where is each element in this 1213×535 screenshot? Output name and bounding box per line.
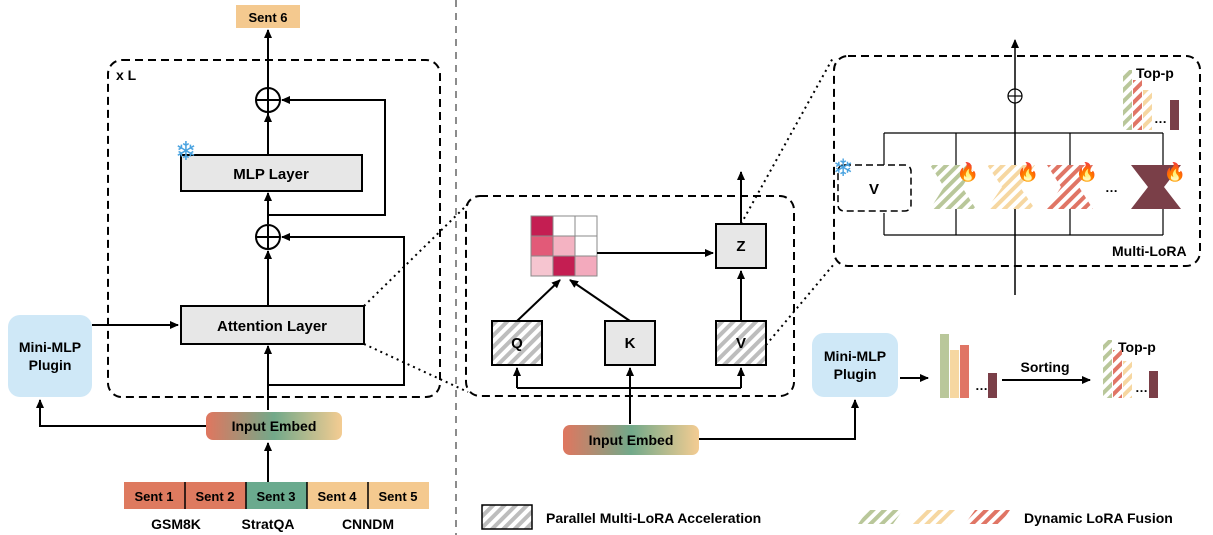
legend-parallel-label: Parallel Multi-LoRA Acceleration [546, 510, 761, 526]
attention-matrix [530, 215, 598, 277]
weight-bar [1149, 371, 1158, 398]
attention-layer-box [180, 305, 365, 345]
input-embed-box [206, 412, 342, 440]
repeat-label: x L [116, 67, 137, 83]
dataset-label: GSM8K [151, 516, 201, 532]
lora-adapter-yellow [987, 165, 1035, 209]
sentence-label: Sent 2 [195, 489, 234, 504]
weight-bar [988, 373, 997, 398]
ellipsis-text: … [1135, 380, 1148, 395]
weight-bar [1143, 90, 1152, 130]
legend-lora-swatch [912, 510, 957, 524]
sentence-box [368, 482, 429, 509]
legend: Parallel Multi-LoRA Acceleration Dynamic… [481, 504, 1173, 530]
multi-lora-detail: V ❄ … 🔥 🔥 🔥 🔥 Top-p … Multi-LoRA [833, 39, 1201, 295]
ellipsis-text: … [1105, 180, 1118, 195]
trainable-fire-icon: 🔥 [1076, 161, 1098, 182]
legend-lora-swatch [858, 510, 903, 524]
multi-lora-border [833, 55, 1201, 267]
weight-bar [1113, 350, 1122, 398]
input-embed-box [563, 425, 699, 455]
sentence-label: Sent 5 [378, 489, 417, 504]
plugin-label-line1: Mini-MLP [824, 348, 886, 364]
plugin-label-line1: Mini-MLP [19, 339, 81, 355]
value-label: V [736, 335, 746, 352]
frozen-snowflake-icon: ❄ [833, 155, 853, 182]
plugin-label-line2: Plugin [834, 366, 877, 382]
output-sentence-box [236, 5, 300, 28]
mini-mlp-plugin-box [812, 333, 898, 397]
legend-fusion-label: Dynamic LoRA Fusion [1024, 510, 1173, 526]
legend-lora-swatch [965, 510, 1010, 524]
weight-bar [1133, 80, 1142, 130]
input-embed-label: Input Embed [589, 432, 674, 448]
top-p-label: Top-p [1118, 339, 1156, 355]
weight-bar [1123, 361, 1132, 398]
trainable-fire-icon: 🔥 [1017, 161, 1039, 182]
frozen-snowflake-icon: ❄ [175, 136, 197, 166]
weight-bar [960, 345, 969, 398]
mlp-layer-box [180, 154, 363, 192]
ellipsis-text: … [1154, 111, 1167, 126]
sentence-label: Sent 1 [134, 489, 173, 504]
sentence-box [307, 482, 368, 509]
lora-adapter-dark [1131, 165, 1181, 209]
weight-bar [1123, 70, 1132, 130]
query-label: Q [511, 335, 523, 352]
sentence-box [124, 482, 185, 509]
lora-adapter-green [930, 165, 976, 209]
dataset-label: StratQA [242, 516, 295, 532]
key-label: K [625, 335, 636, 352]
mlp-layer-label: MLP Layer [233, 166, 309, 183]
trainable-fire-icon: 🔥 [957, 161, 979, 182]
sentence-label: Sent 3 [256, 489, 295, 504]
mini-mlp-plugin-box [8, 315, 92, 397]
sentence-box [246, 482, 307, 509]
lora-adapter-red [1047, 165, 1093, 209]
output-sentence-label: Sent 6 [248, 10, 287, 25]
output-z-label: Z [736, 238, 745, 255]
dataset-label: CNNDM [342, 516, 394, 532]
plugin-label-line2: Plugin [29, 357, 72, 373]
sorting-label: Sorting [1021, 359, 1070, 375]
output-z-box [715, 223, 767, 269]
attention-detail: Q K V Z Input Embed [465, 171, 859, 455]
top-p-label: Top-p [1136, 65, 1174, 81]
multi-lora-label: Multi-LoRA [1112, 243, 1187, 259]
frozen-value-box [837, 164, 912, 212]
key-box [604, 320, 656, 366]
sentence-box [185, 482, 246, 509]
routing-flow: Mini-MLP Plugin … Sorting Top-p … [812, 333, 1158, 398]
transformer-block: x L Sent 6 MLP Layer ❄ Attention Layer M… [8, 5, 441, 532]
frozen-value-label: V [869, 181, 879, 198]
input-embed-label: Input Embed [232, 418, 317, 434]
attention-layer-label: Attention Layer [217, 318, 327, 335]
weight-bar [1103, 340, 1112, 398]
weight-bar [950, 350, 959, 398]
trainable-fire-icon: 🔥 [1164, 161, 1186, 182]
ellipsis-text: … [975, 378, 988, 393]
legend-parallel-swatch [481, 504, 533, 530]
repeat-block-border [107, 59, 441, 398]
weight-bar [940, 334, 949, 398]
weight-bar [1170, 100, 1179, 130]
sentence-label: Sent 4 [317, 489, 357, 504]
input-sentences: Sent 1 Sent 2 Sent 3 Sent 4 Sent 5 [124, 482, 429, 509]
